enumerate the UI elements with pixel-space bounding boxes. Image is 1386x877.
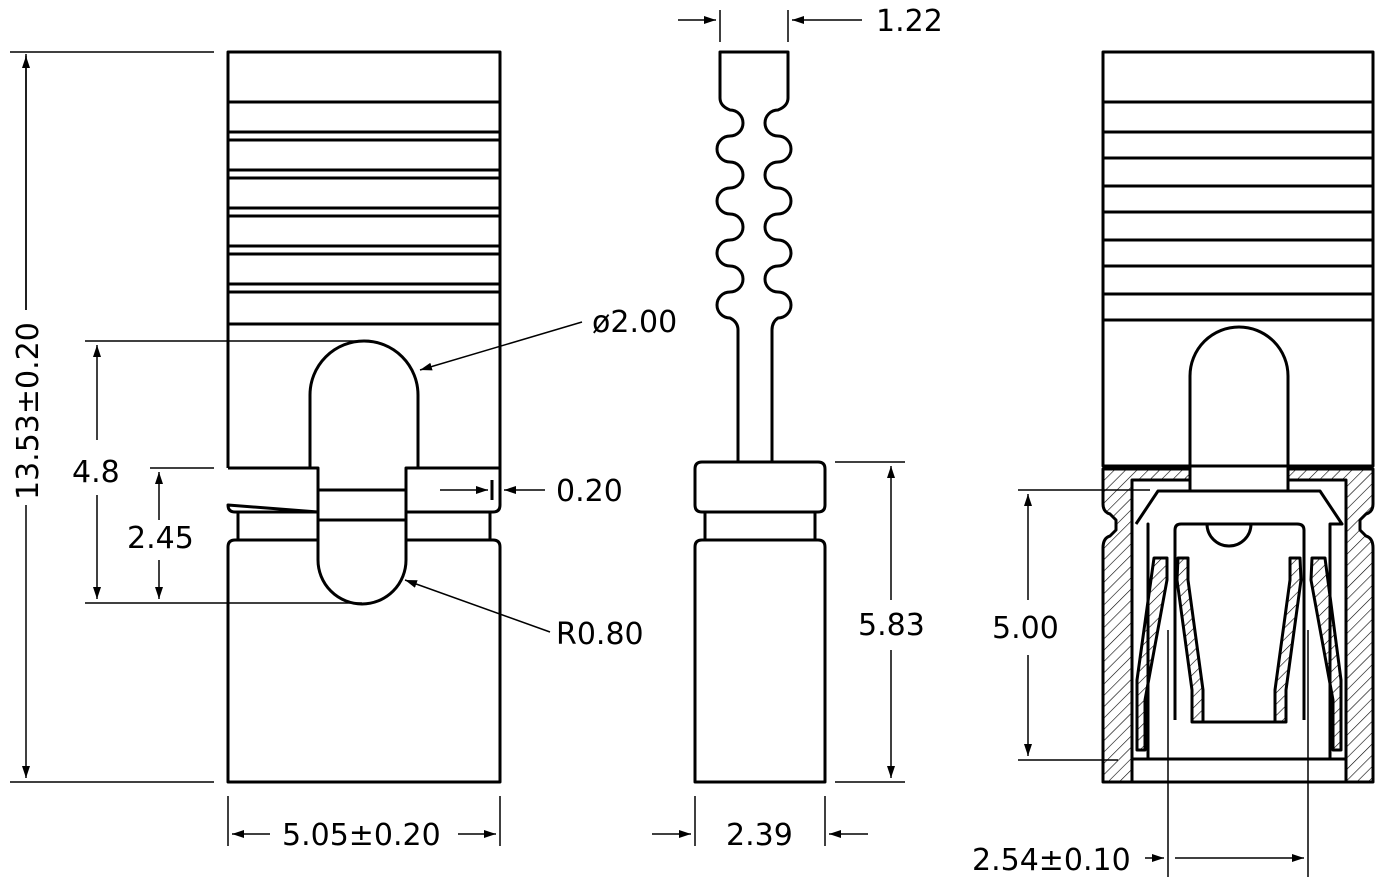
- front-view: 13.53±0.20 4.8 2.45 ø2.00 0.20 R0.80 5.0…: [10, 50, 677, 853]
- section-view: 5.00 2.54±0.10: [972, 50, 1375, 877]
- dim-total-height: 13.53±0.20: [11, 322, 46, 500]
- dim-stem-width: 1.22: [876, 4, 943, 39]
- dim-pitch: 2.54±0.10: [972, 843, 1131, 877]
- dim-side-height: 5.83: [858, 608, 925, 643]
- dim-radius: R0.80: [556, 617, 644, 652]
- dim-side-width: 2.39: [726, 818, 793, 853]
- dim-step: 0.20: [556, 474, 623, 509]
- dim-lower-slot: 2.45: [127, 521, 194, 556]
- dim-slot-height: 4.8: [72, 455, 120, 490]
- dim-contact-depth: 5.00: [992, 611, 1059, 646]
- dim-front-width: 5.05±0.20: [282, 818, 441, 853]
- dim-hole-diameter: ø2.00: [592, 305, 677, 340]
- side-view: 1.22 5.83 2.39: [652, 4, 943, 853]
